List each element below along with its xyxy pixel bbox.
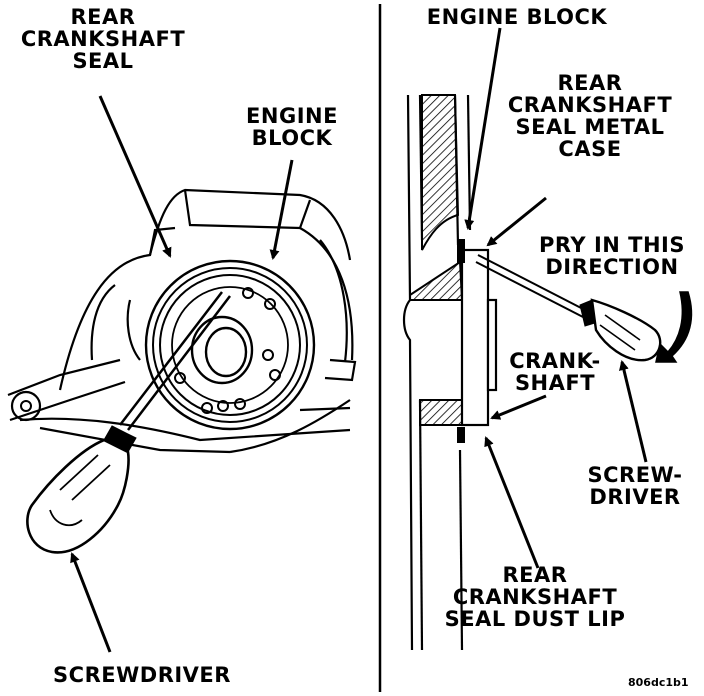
right-screwdriver-label: SCREW- DRIVER	[587, 463, 683, 509]
seal-case	[457, 239, 465, 443]
engine-rear-view	[7, 188, 357, 454]
block-hatch-sections	[409, 94, 464, 426]
figure-code: 806dc1b1	[628, 676, 689, 689]
crankshaft-label: CRANK- SHAFT	[509, 349, 601, 395]
left-engine-block-label: ENGINE BLOCK	[246, 104, 338, 150]
mount-bolt	[10, 390, 42, 422]
flange-bolt-holes	[174, 287, 281, 414]
crankshaft-flange	[460, 248, 498, 427]
left-pointer-arrows	[70, 95, 294, 653]
seal-metal-case-label: REAR CRANKSHAFT SEAL METAL CASE	[507, 71, 673, 161]
right-screwdriver	[475, 254, 662, 362]
right-engine-block-label: ENGINE BLOCK	[426, 5, 608, 29]
seal-dust-lip-label: REAR CRANKSHAFT SEAL DUST LIP	[444, 563, 626, 631]
crankshaft-seal-rings	[144, 259, 316, 431]
rear-crankshaft-seal-label: REAR CRANKSHAFT SEAL	[20, 5, 186, 73]
pry-direction-arrow	[655, 291, 693, 363]
left-screwdriver	[26, 291, 231, 554]
left-screwdriver-label: SCREWDRIVER	[53, 663, 231, 687]
right-pointer-arrows	[464, 27, 648, 569]
pry-direction-label: PRY IN THIS DIRECTION	[539, 233, 685, 279]
